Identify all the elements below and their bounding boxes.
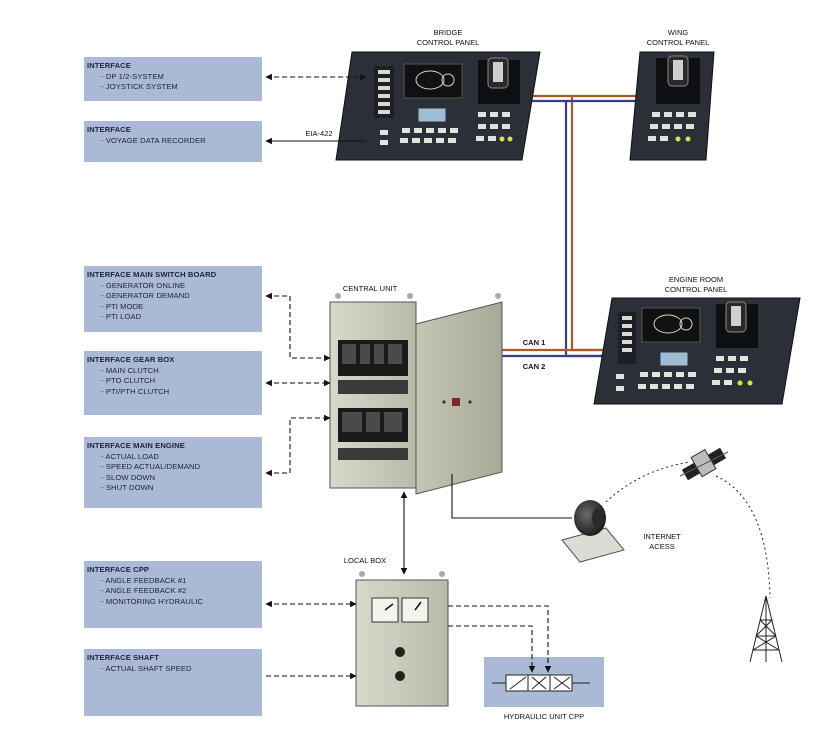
local-box-cabinet <box>355 571 449 707</box>
interface-cpp: INTERFACE CPP ANGLE FEEDBACK #1 ANGLE FE… <box>84 561 262 628</box>
antenna-tower-icon <box>749 595 783 663</box>
interface-item: PTO CLUTCH <box>87 376 259 387</box>
engine-room-panel-label: ENGINE ROOM CONTROL PANEL <box>646 275 746 294</box>
bridge-panel-label: BRIDGE CONTROL PANEL <box>398 28 498 47</box>
satellite-dish <box>561 500 625 563</box>
wing-panel-label: WING CONTROL PANEL <box>630 28 726 47</box>
connection-lines <box>265 73 572 680</box>
central-unit-label: CENTRAL UNIT <box>342 284 398 293</box>
interface-item: ACTUAL SHAFT SPEED <box>87 664 259 675</box>
interface-shaft: INTERFACE SHAFT ACTUAL SHAFT SPEED <box>84 649 262 716</box>
interface-main-switch-board: INTERFACE MAIN SWITCH BOARD GENERATOR ON… <box>84 266 262 332</box>
interface-item: SLOW DOWN <box>87 473 259 484</box>
interface-item: JOYSTICK SYSTEM <box>87 82 259 93</box>
hydraulic-unit <box>484 657 604 707</box>
label-line: CONTROL PANEL <box>416 37 480 47</box>
interface-gear-box: INTERFACE GEAR BOX MAIN CLUTCH PTO CLUTC… <box>84 351 262 415</box>
interface-title: INTERFACE MAIN ENGINE <box>87 441 185 450</box>
interface-item: SPEED ACTUAL/DEMAND <box>87 462 259 473</box>
engine-room-control-panel <box>593 297 801 405</box>
interface-vdr: INTERFACE VOYAGE DATA RECORDER <box>84 121 262 162</box>
interface-item: PTI/PTH CLUTCH <box>87 387 259 398</box>
central-unit-cabinet <box>329 293 503 495</box>
internet-access-label: INTERNET ACESS <box>632 532 692 551</box>
satellite-links <box>605 461 771 599</box>
interface-title: INTERFACE MAIN SWITCH BOARD <box>87 270 217 279</box>
interface-item: GENERATOR ONLINE <box>87 281 259 292</box>
interface-item: MONITORING HYDRAULIC <box>87 597 259 608</box>
interface-title: INTERFACE <box>87 61 131 70</box>
interface-title: INTERFACE <box>87 125 131 134</box>
interface-item: ANGLE FEEDBACK #1 <box>87 576 259 587</box>
interface-item: PTI LOAD <box>87 312 259 323</box>
interface-item: PTI MODE <box>87 302 259 313</box>
interface-item: VOYAGE DATA RECORDER <box>87 136 259 147</box>
label-line: WING <box>667 28 689 37</box>
label-line: ENGINE ROOM <box>668 275 724 284</box>
bridge-control-panel <box>335 51 541 161</box>
wing-control-panel <box>629 51 715 161</box>
label-line: INTERNET <box>643 532 681 541</box>
label-line: CONTROL PANEL <box>664 284 728 294</box>
interface-title: INTERFACE GEAR BOX <box>87 355 175 364</box>
can2-label: CAN 2 <box>522 362 546 371</box>
interface-item: ANGLE FEEDBACK #2 <box>87 586 259 597</box>
interface-item: DP 1/2-SYSTEM <box>87 72 259 83</box>
hydraulic-unit-label: HYDRAULIC UNIT CPP <box>503 712 585 721</box>
label-line: ACESS <box>649 541 675 551</box>
label-line: CONTROL PANEL <box>646 37 710 47</box>
label-line: BRIDGE <box>433 28 463 37</box>
interface-item: MAIN CLUTCH <box>87 366 259 377</box>
interface-item: SHUT DOWN <box>87 483 259 494</box>
interface-main-engine: INTERFACE MAIN ENGINE ACTUAL LOAD SPEED … <box>84 437 262 508</box>
interface-title: INTERFACE SHAFT <box>87 653 159 662</box>
satellite-icon <box>679 447 729 481</box>
can-bus-lines <box>502 94 640 358</box>
eia-422-label: EIA-422 <box>305 129 333 138</box>
local-box-label: LOCAL BOX <box>343 556 387 565</box>
interface-dp-joystick: INTERFACE DP 1/2-SYSTEM JOYSTICK SYSTEM <box>84 57 262 101</box>
can1-label: CAN 1 <box>522 338 546 347</box>
interface-title: INTERFACE CPP <box>87 565 150 574</box>
interface-item: GENERATOR DEMAND <box>87 291 259 302</box>
interface-item: ACTUAL LOAD <box>87 452 259 463</box>
